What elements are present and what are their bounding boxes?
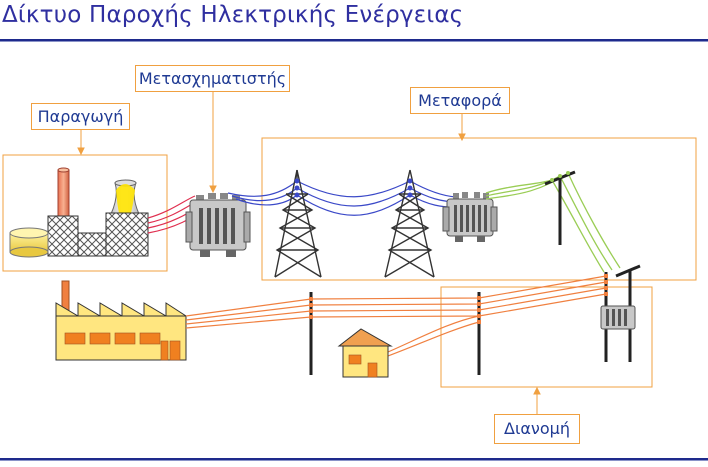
transmission-frame [261,137,697,281]
production-frame [2,154,168,272]
footer-rule [0,458,708,461]
low-voltage-lines [185,275,607,357]
factory-icon [55,280,188,361]
tower-insulators [294,178,300,198]
step-up-transformer-icon [185,193,251,257]
substation-transformer-icon [442,192,498,242]
label-transmission: Μεταφορά [410,87,510,114]
title-rule [0,39,708,42]
pole-transformer-icon [600,264,641,362]
label-connectors [77,91,541,414]
distribution-frame [440,286,653,388]
label-production: Παραγωγή [31,103,130,130]
page-title: Δίκτυο Παροχής Ηλεκτρικής Ενέργειας [2,2,464,28]
label-transformer: Μετασχηματιστής [135,65,290,92]
label-distribution: Διανομή [494,414,580,444]
utility-pole-icon [477,292,481,375]
power-plant-icon [9,167,149,258]
tower-insulators [407,178,413,198]
utility-pole-icon [309,292,313,375]
utility-pole-icon [544,170,576,245]
medium-voltage-lines [485,172,621,273]
house-icon [337,328,393,378]
